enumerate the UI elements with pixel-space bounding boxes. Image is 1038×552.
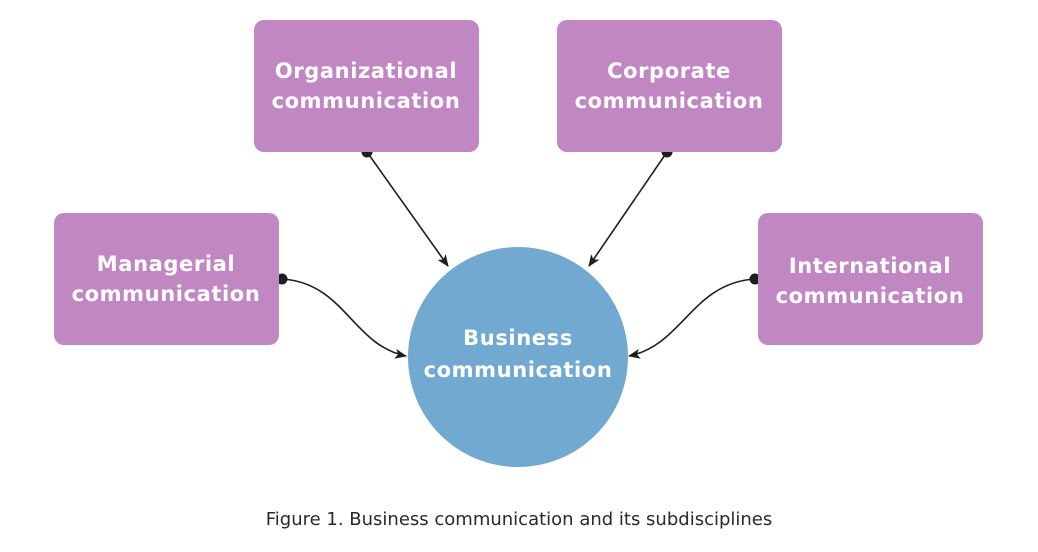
connector-international	[628, 278, 756, 359]
node-managerial-communication: Managerial communication	[54, 213, 279, 345]
node-box	[557, 20, 782, 152]
node-box	[254, 20, 479, 152]
node-organizational-communication: Organizational communication	[254, 20, 479, 152]
node-international-communication: International communication	[758, 213, 983, 345]
connector-dot-managerial	[276, 273, 288, 285]
node-box	[758, 213, 983, 345]
center-label-line1: Business	[463, 326, 573, 350]
connector-dot-international	[749, 273, 761, 285]
center-label-line2: communication	[424, 358, 613, 382]
node-label-line1: Corporate	[607, 59, 731, 83]
node-label-line2: communication	[575, 89, 764, 113]
node-business-communication: Business communication	[408, 247, 628, 467]
connector-managerial	[281, 278, 407, 359]
node-box	[54, 213, 279, 345]
node-label-line2: communication	[72, 282, 261, 306]
node-label-line2: communication	[776, 284, 965, 308]
node-label-line1: Organizational	[275, 59, 457, 83]
figure-caption: Figure 1. Business communication and its…	[266, 509, 773, 530]
node-corporate-communication: Corporate communication	[557, 20, 782, 152]
connector-organizational	[366, 151, 449, 267]
connector-corporate	[588, 151, 668, 267]
node-label-line2: communication	[272, 89, 461, 113]
center-circle	[408, 247, 628, 467]
node-label-line1: International	[789, 254, 951, 278]
node-label-line1: Managerial	[97, 252, 235, 276]
